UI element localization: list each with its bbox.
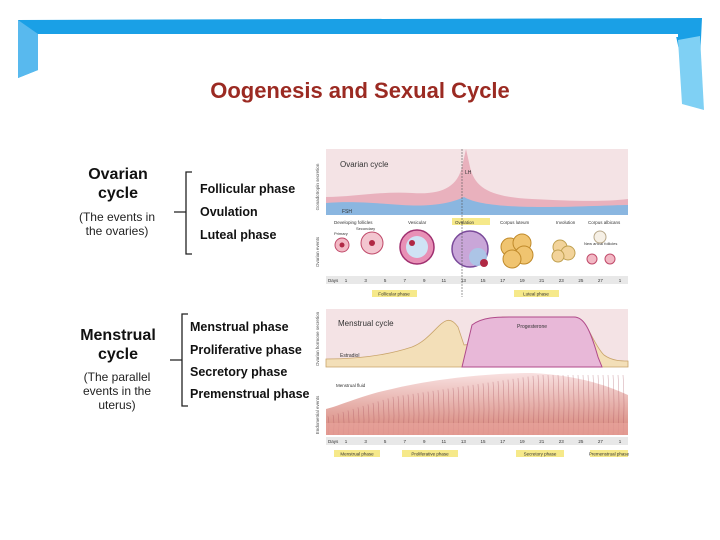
day-tick: 11 [442, 278, 447, 283]
menstrual-phase-proliferative: Proliferative phase [190, 343, 302, 357]
day-tick: 9 [423, 439, 426, 444]
day-tick: 3 [364, 278, 367, 283]
side-label-gonadotropin: Gonadotropin secretion [315, 163, 320, 210]
page-title: Oogenesis and Sexual Cycle [210, 78, 510, 103]
ovarian-cycle-heading: Ovarian cycle [88, 166, 148, 202]
menstrual-cycle-subtitle: (The parallel events in the uterus) [82, 370, 152, 412]
side-label-hormone: Ovarian hormone secretion [315, 311, 320, 366]
secretory-phase-bar: Secretory phase [524, 452, 557, 457]
day-tick: 7 [403, 278, 406, 283]
estradiol-label: Estradiol [340, 353, 359, 359]
ovarian-phase-ovulation: Ovulation [200, 205, 258, 219]
day-tick: 19 [520, 278, 526, 283]
progesterone-label: Progesterone [517, 324, 547, 330]
luteal-phase-bar: Luteal phase [523, 292, 549, 297]
side-label-endometrial: Endometrial events [315, 395, 320, 434]
day-tick: 17 [500, 278, 506, 283]
day-tick: 5 [384, 278, 387, 283]
side-label-ovarian-events: Ovarian events [315, 236, 320, 267]
fsh-curve [326, 197, 628, 215]
progesterone-curve [461, 316, 603, 368]
day-tick: 13 [461, 439, 467, 444]
ovarian-phase-luteal: Luteal phase [200, 228, 277, 242]
menstrual-fluid-label: Menstrual fluid [336, 383, 366, 388]
svg-text:Primary: Primary [334, 231, 348, 236]
ovarian-phase-follicular: Follicular phase [200, 182, 296, 196]
day-tick: 23 [559, 278, 565, 283]
menstrual-phase-premenstrual: Premenstrual phase [190, 387, 310, 401]
menstrual-phase-secretory: Secretory phase [190, 365, 288, 379]
menstrual-cycle-heading: Menstrual cycle [80, 327, 156, 363]
day-tick: 1 [345, 439, 348, 444]
lh-curve [326, 149, 628, 215]
day-tick: 11 [442, 439, 447, 444]
endometrium-lining [326, 373, 628, 435]
proliferative-phase-bar: Proliferative phase [411, 452, 449, 457]
day-tick: 7 [403, 439, 406, 444]
svg-text:Ovulation: Ovulation [455, 220, 475, 225]
day-tick: 1 [345, 278, 348, 283]
day-tick: 19 [520, 439, 526, 444]
svg-text:Corpus luteum: Corpus luteum [500, 220, 530, 225]
day-tick: 15 [480, 439, 486, 444]
fsh-label: FSH [342, 209, 352, 215]
day-tick: 9 [423, 278, 426, 283]
day-tick: 21 [539, 278, 545, 283]
day-tick: 21 [539, 439, 545, 444]
day-tick: 5 [384, 439, 387, 444]
corpus-albicans-icon [593, 230, 607, 244]
svg-text:Involution: Involution [556, 220, 576, 225]
day-tick: 1 [619, 439, 622, 444]
svg-text:Corpus albicans: Corpus albicans [588, 220, 621, 225]
ovarian-cycle-panel-label: Ovarian cycle [340, 160, 389, 169]
menstrual-phase-bar: Menstrual phase [340, 452, 374, 457]
svg-text:Secondary: Secondary [356, 226, 375, 231]
day-tick: 15 [480, 278, 486, 283]
day-tick: 1 [619, 278, 622, 283]
day-tick: 25 [578, 278, 584, 283]
menstrual-phase-menstrual: Menstrual phase [190, 320, 289, 334]
day-tick: 17 [500, 439, 506, 444]
corpus-luteum-icon [500, 233, 534, 269]
day-tick: 27 [598, 278, 604, 283]
day-tick: 13 [461, 278, 467, 283]
ovarian-bracket [174, 171, 192, 255]
menstrual-cycle-panel-label: Menstrual cycle [338, 319, 394, 328]
day-tick: 27 [598, 439, 604, 444]
slide-frame-decoration [18, 18, 704, 110]
svg-text:Vesicular: Vesicular [408, 220, 427, 225]
day-tick: 25 [578, 439, 584, 444]
ovarian-cycle-subtitle: (The events in the ovaries) [78, 210, 156, 238]
svg-text:New antral follicles: New antral follicles [584, 241, 617, 246]
svg-text:Days: Days [328, 439, 339, 444]
cycle-figure: Gonadotropin secretion Ovarian events Ov… [315, 149, 630, 457]
follicular-phase-bar: Follicular phase [378, 292, 410, 297]
day-tick: 3 [364, 439, 367, 444]
menstrual-bracket [170, 313, 188, 407]
involution-icon [551, 239, 576, 263]
svg-text:Developing follicles: Developing follicles [334, 220, 373, 225]
premenstrual-phase-bar: Premenstrual phase [589, 452, 630, 457]
days-axis-label: Days [328, 278, 339, 283]
day-tick: 23 [559, 439, 565, 444]
lh-label: LH [465, 170, 472, 176]
